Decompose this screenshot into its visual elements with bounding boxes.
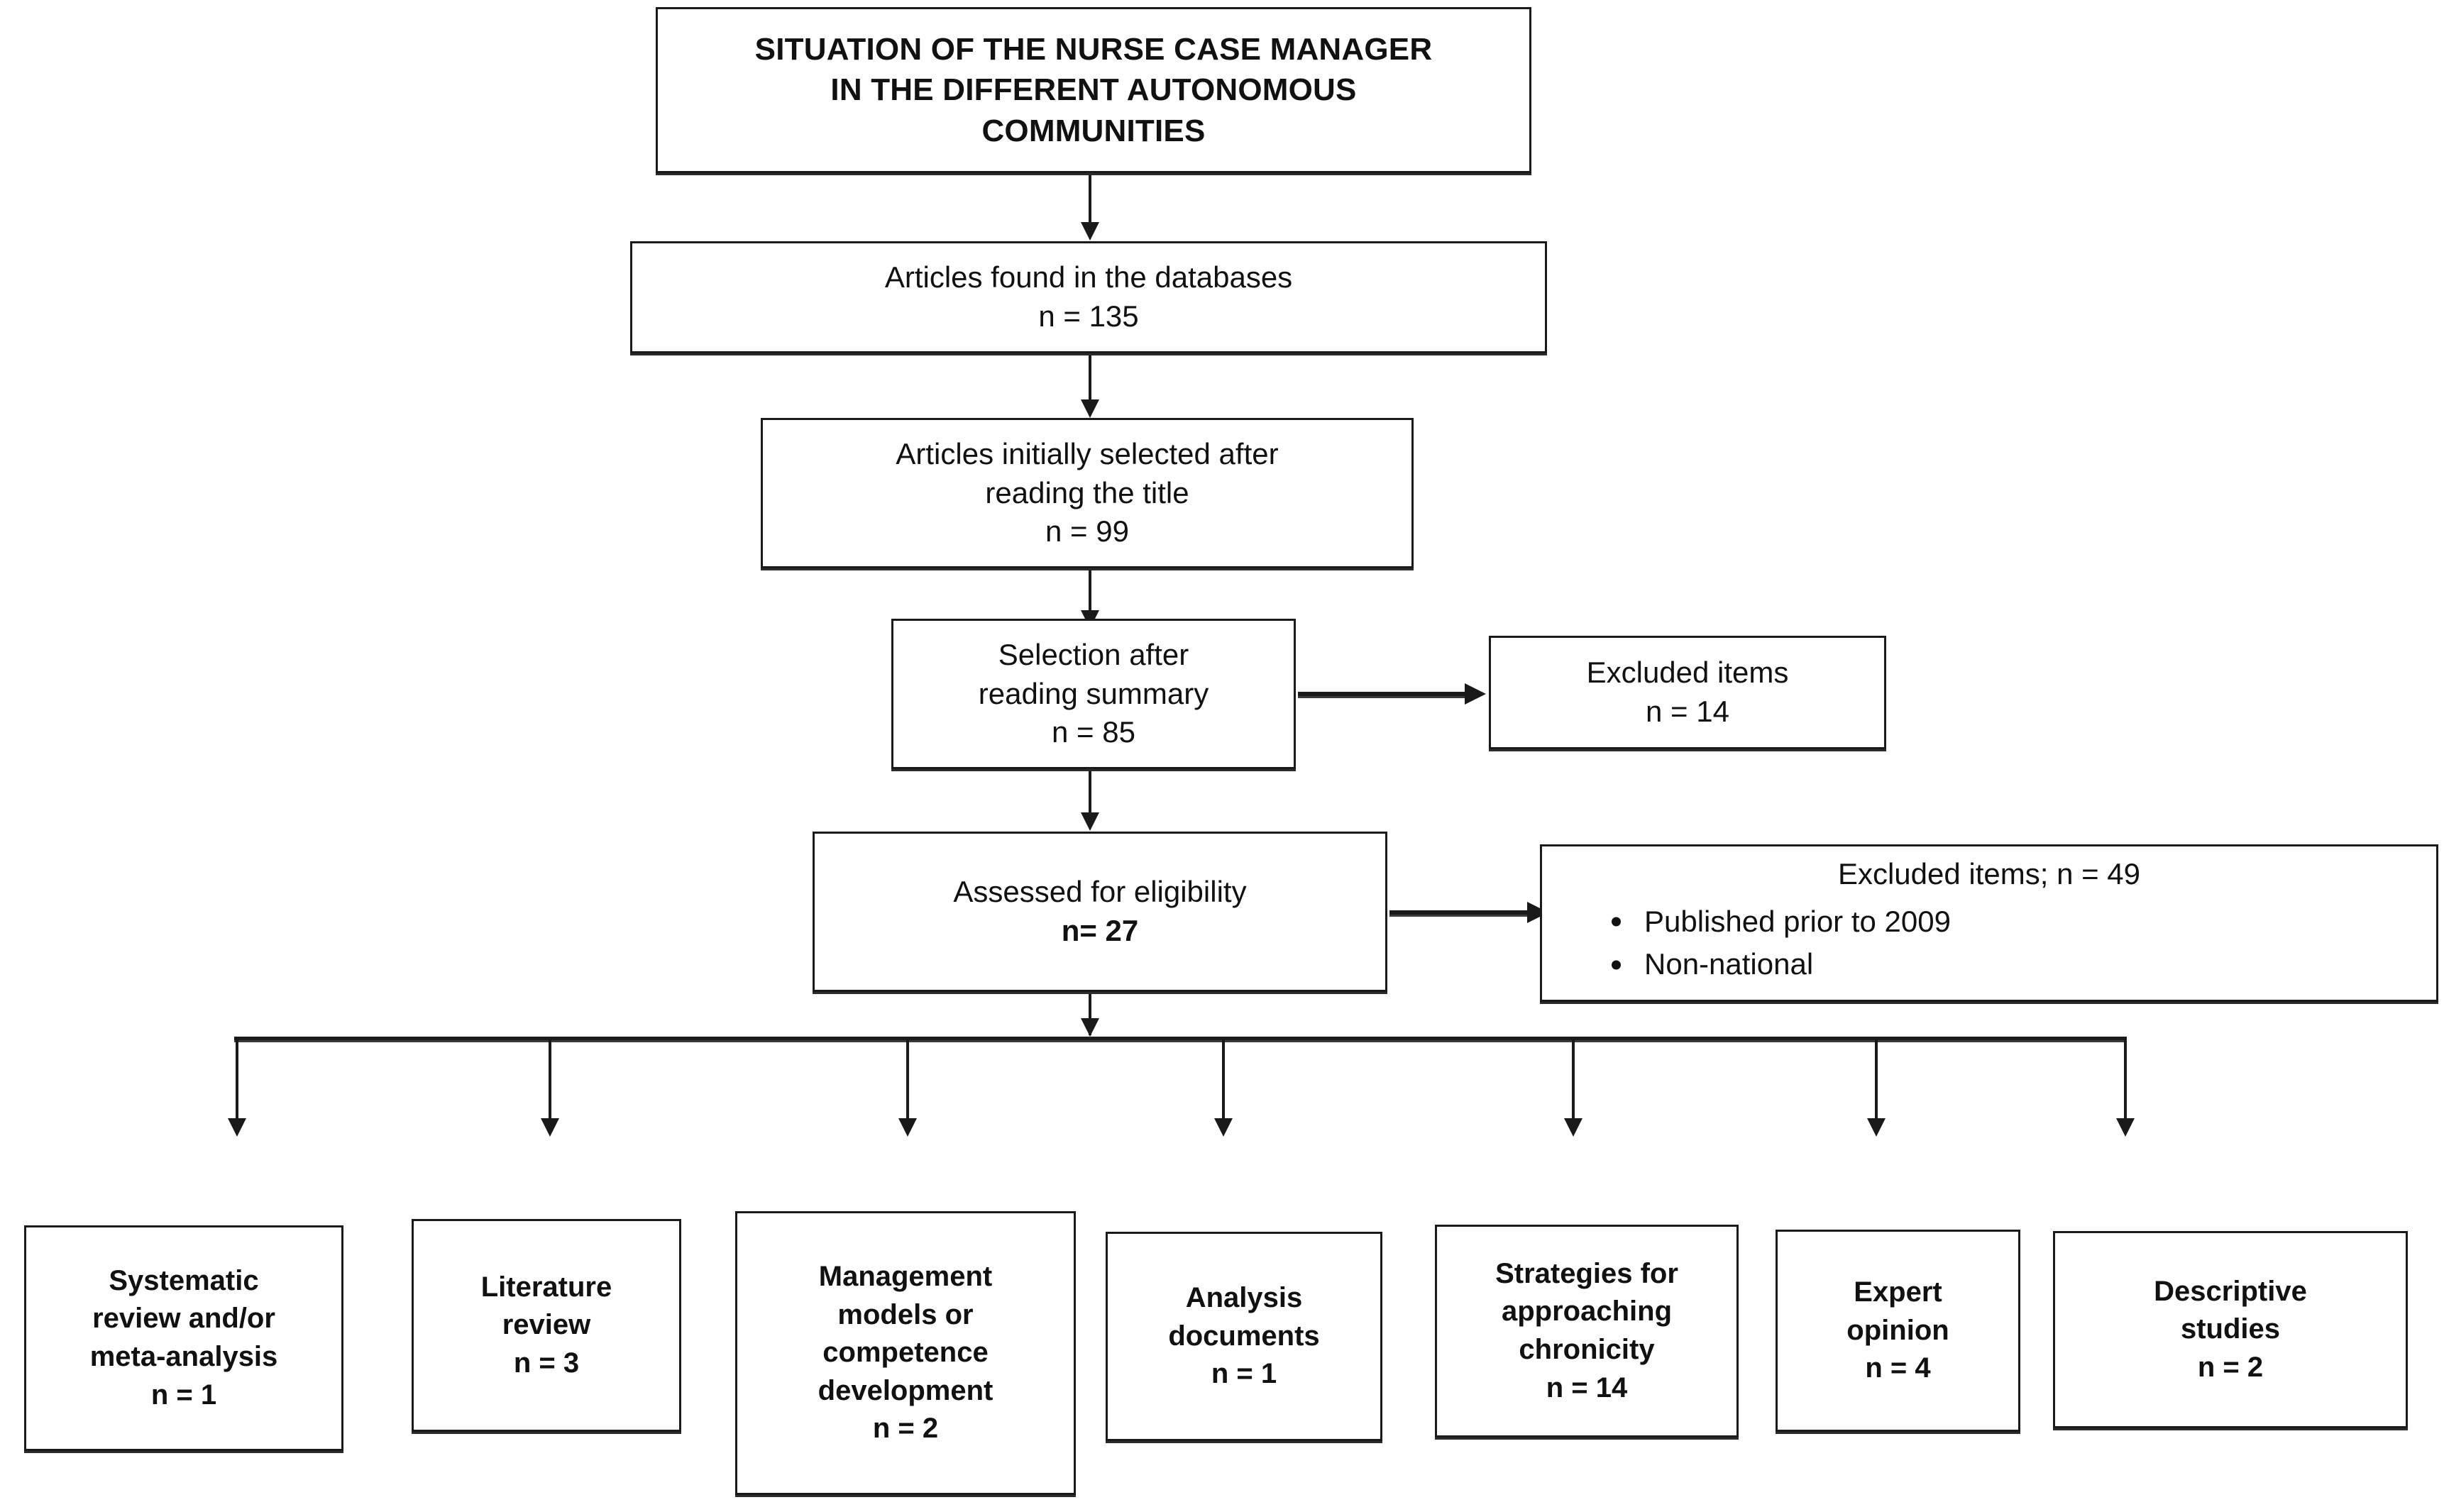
connector-eligibility-to-distribution [1089,994,1091,1035]
step-box-databases: Articles found in the databases n = 135 [630,241,1547,353]
branch-stem-2 [549,1039,551,1124]
branch-arrow-1 [228,1118,246,1137]
expert-opinion-line-2: opinion [1846,1314,1949,1346]
systematic-review-line-3: meta-analysis [89,1341,278,1372]
branch-stem-6 [1875,1039,1878,1124]
category-box-strategies-chronicity: Strategies for approaching chronicity n … [1435,1225,1739,1437]
title-screening-label-2: reading the title [985,475,1189,509]
branch-stem-7 [2124,1039,2127,1124]
step-box-title-screening: Articles initially selected after readin… [761,418,1414,568]
expert-opinion-count: n = 4 [1865,1352,1931,1384]
management-models-line-3: competence [822,1337,989,1369]
excluded-small-count: n = 14 [1646,695,1729,728]
systematic-review-line-1: Systematic [109,1264,259,1296]
analysis-documents-line-1: Analysis [1185,1282,1303,1314]
arrow-title-to-databases [1081,222,1099,241]
eligibility-label: Assessed for eligibility [953,875,1247,909]
branch-stem-5 [1572,1039,1575,1124]
excluded-large-header: Excluded items; n = 49 [1837,857,2141,891]
title-box: SITUATION OF THE NURSE CASE MANAGER IN T… [656,7,1531,173]
summary-screening-label-1: Selection after [998,638,1189,672]
arrow-eligibility-to-distribution [1081,1018,1099,1037]
connector-databases-to-title-screen [1089,355,1091,404]
descriptive-studies-line-2: studies [2180,1313,2281,1345]
excluded-large-reason-item: Non-national [1606,945,2436,984]
title-screening-count: n = 99 [1045,514,1129,548]
title-screening-label-1: Articles initially selected after [896,437,1279,471]
category-box-expert-opinion: Expert opinion n = 4 [1776,1230,2020,1432]
connector-summary-to-eligibility [1089,771,1091,817]
branch-stem-4 [1222,1039,1225,1124]
arrow-summary-to-excluded-small [1465,683,1486,705]
excluded-items-large-box: Excluded items; n = 49 Published prior t… [1540,844,2438,1002]
connector-title-to-databases [1089,175,1091,226]
literature-review-line-2: review [502,1309,591,1341]
branch-stem-3 [906,1039,909,1124]
excluded-items-small-box: Excluded items n = 14 [1489,636,1886,749]
descriptive-studies-count: n = 2 [2197,1351,2264,1383]
databases-count: n = 135 [1038,299,1139,333]
excluded-large-reason-list: Published prior to 2009 Non-national [1542,898,2436,988]
category-box-descriptive-studies: Descriptive studies n = 2 [2053,1231,2408,1428]
strategies-chronicity-line-3: chronicity [1519,1334,1655,1365]
branch-arrow-6 [1867,1118,1886,1137]
category-box-analysis-documents: Analysis documents n = 1 [1106,1232,1382,1441]
arrow-databases-to-title-screen [1081,399,1099,418]
branch-arrow-7 [2116,1118,2135,1137]
management-models-count: n = 2 [872,1413,939,1445]
literature-review-line-1: Literature [480,1271,612,1303]
analysis-documents-count: n = 1 [1211,1358,1277,1390]
systematic-review-count: n = 1 [150,1379,217,1411]
arrow-summary-to-eligibility [1081,812,1099,831]
branch-arrow-4 [1214,1118,1233,1137]
management-models-line-2: models or [837,1298,974,1330]
step-box-eligibility: Assessed for eligibility n= 27 [813,832,1387,992]
category-box-literature-review: Literature review n = 3 [412,1219,681,1432]
branch-arrow-2 [541,1118,559,1137]
expert-opinion-line-1: Expert [1854,1276,1942,1308]
strategies-chronicity-line-1: Strategies for [1495,1257,1678,1289]
descriptive-studies-line-1: Descriptive [2154,1275,2307,1307]
databases-label: Articles found in the databases [884,260,1293,294]
excluded-small-label: Excluded items [1586,656,1789,690]
branch-arrow-3 [898,1118,917,1137]
connector-title-screen-to-summary [1089,570,1091,614]
connector-summary-to-excluded-small [1298,692,1468,696]
branch-stem-1 [236,1039,238,1124]
distribution-bar [234,1037,2127,1040]
summary-screening-count: n = 85 [1052,715,1135,749]
title-line-3: COMMUNITIES [981,113,1206,148]
branch-arrow-5 [1564,1118,1582,1137]
category-box-management-models: Management models or competence developm… [735,1211,1076,1495]
connector-eligibility-to-excluded-large [1389,910,1531,915]
step-box-summary-screening: Selection after reading summary n = 85 [891,619,1296,769]
systematic-review-line-2: review and/or [92,1303,275,1335]
category-box-systematic-review: Systematic review and/or meta-analysis n… [24,1225,343,1451]
management-models-line-1: Management [818,1261,993,1293]
excluded-large-reason-item: Published prior to 2009 [1606,903,2436,942]
eligibility-count: n= 27 [1061,914,1139,947]
strategies-chronicity-count: n = 14 [1546,1372,1628,1403]
management-models-line-4: development [818,1374,993,1406]
summary-screening-label-2: reading summary [978,676,1209,710]
title-line-2: IN THE DIFFERENT AUTONOMOUS [830,72,1357,108]
analysis-documents-line-2: documents [1168,1320,1320,1352]
title-line-1: SITUATION OF THE NURSE CASE MANAGER [754,32,1433,67]
literature-review-count: n = 3 [513,1347,580,1379]
strategies-chronicity-line-2: approaching [1501,1296,1673,1328]
